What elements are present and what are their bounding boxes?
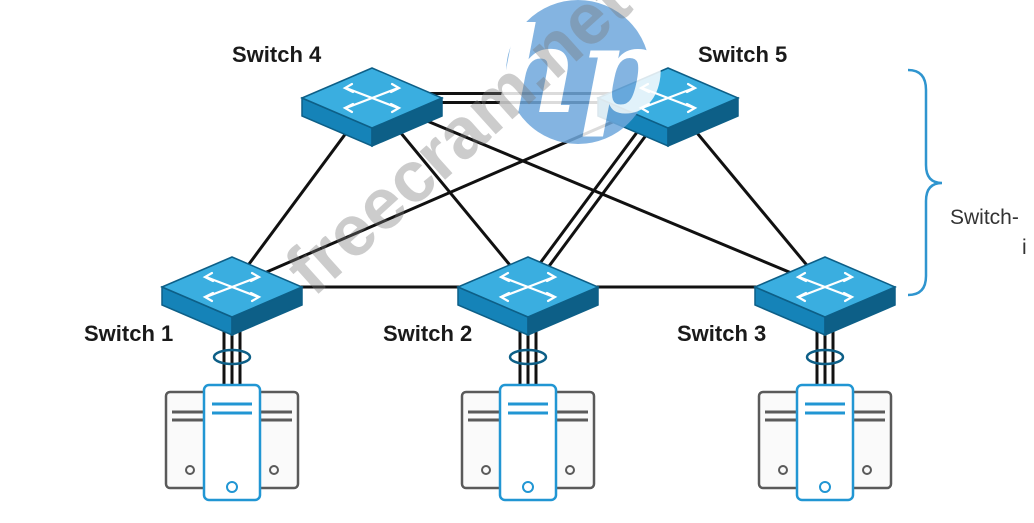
server-s3 [757,383,893,502]
switch-2-icon [456,256,600,337]
bracket-brace [907,68,943,297]
side-label-line2: i [1022,236,1027,259]
lag-ring [805,348,845,366]
link-s4-s3 [371,96,826,289]
server-s1 [164,383,300,502]
server-s2 [460,383,596,502]
hp-logo-text: hp [494,1,662,140]
switch-3-label: Switch 3 [677,321,767,346]
switch-3-icon [753,256,897,337]
switch-5-label: Switch 5 [698,42,788,67]
switch-2-label: Switch 2 [383,321,473,346]
hp-logo-watermark: hp [494,0,662,144]
switch-4-icon [300,67,444,148]
side-label-line1: Switch- [950,206,1019,229]
switch-4-label: Switch 4 [232,42,322,67]
switch-1-icon [160,256,304,337]
lag-ring [508,348,548,366]
servers-layer [164,383,893,502]
switch-1-label: Switch 1 [84,321,174,346]
lag-ring [212,348,252,366]
